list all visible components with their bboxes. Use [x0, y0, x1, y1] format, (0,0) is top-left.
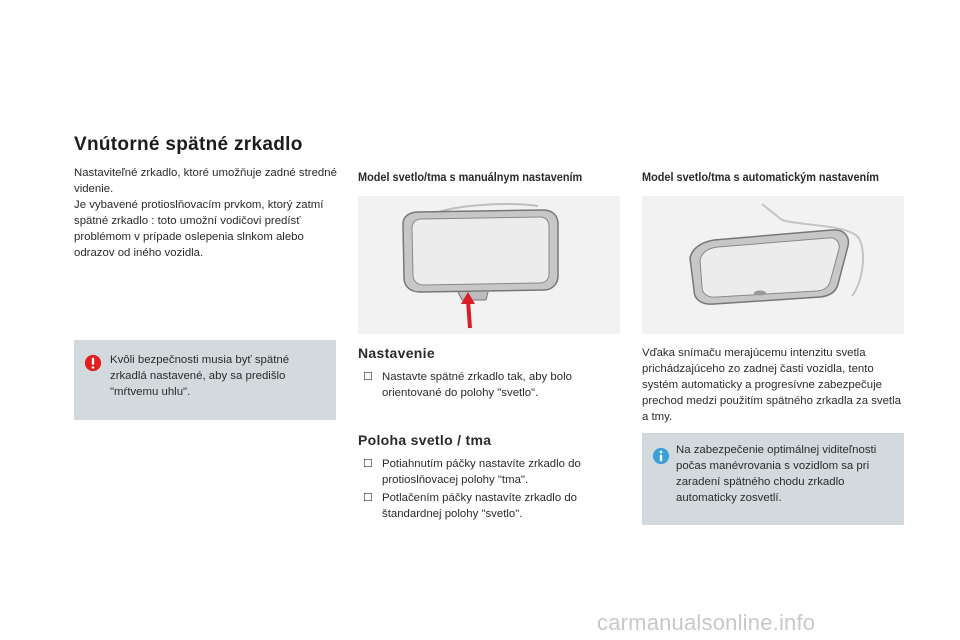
- info-icon: [652, 447, 670, 465]
- automatic-description: Vďaka snímaču merajúcemu intenzitu svetl…: [642, 347, 901, 423]
- manual-mirror-illustration: [358, 196, 620, 334]
- list-item-text: Potlačením páčky nastavíte zrkadlo do št…: [382, 492, 578, 520]
- automatic-mirror-illustration: [642, 196, 904, 334]
- intro-text: Nastaviteľné zrkadlo, ktoré umožňuje zad…: [74, 165, 344, 261]
- info-text: Na zabezpečenie optimálnej viditeľnosti …: [676, 444, 877, 504]
- exclamation-icon: [84, 354, 102, 372]
- list-item-text: Nastavte spätné zrkadlo tak, aby bolo or…: [382, 371, 572, 399]
- bullet-icon: ☐: [363, 458, 373, 470]
- automatic-model-heading: Model svetlo/tma s automatickým nastaven…: [642, 170, 879, 184]
- watermark: carmanualsonline.info: [597, 610, 816, 635]
- list-item: ☐ Potiahnutím páčky nastavíte zrkadlo do…: [358, 456, 608, 488]
- automatic-mirror-drawing: [689, 203, 864, 305]
- bullet-icon: ☐: [363, 492, 373, 504]
- intro-paragraph-1: Nastaviteľné zrkadlo, ktoré umožňuje zad…: [74, 167, 337, 195]
- info-box: Na zabezpečenie optimálnej viditeľnosti …: [642, 433, 904, 525]
- section-title-poloha: Poloha svetlo / tma: [358, 432, 492, 448]
- warning-text: Kvôli bezpečnosti musia byť spätné zrkad…: [110, 354, 290, 398]
- page-title: Vnútorné spätné zrkadlo: [74, 134, 303, 155]
- warning-box: Kvôli bezpečnosti musia byť spätné zrkad…: [74, 340, 336, 420]
- manual-mirror-drawing: [402, 203, 559, 329]
- section-title-nastavenie: Nastavenie: [358, 345, 435, 361]
- nastavenie-list: ☐ Nastavte spätné zrkadlo tak, aby bolo …: [358, 369, 608, 403]
- poloha-list: ☐ Potiahnutím páčky nastavíte zrkadlo do…: [358, 456, 608, 524]
- list-item-text: Potiahnutím páčky nastavíte zrkadlo do p…: [382, 458, 581, 486]
- manual-model-heading: Model svetlo/tma s manuálnym nastavením: [358, 170, 583, 184]
- list-item: ☐ Potlačením páčky nastavíte zrkadlo do …: [358, 490, 608, 522]
- list-item: ☐ Nastavte spätné zrkadlo tak, aby bolo …: [358, 369, 608, 401]
- intro-paragraph-2: Je vybavené protioslňovacím prvkom, ktor…: [74, 199, 324, 259]
- bullet-icon: ☐: [363, 371, 373, 383]
